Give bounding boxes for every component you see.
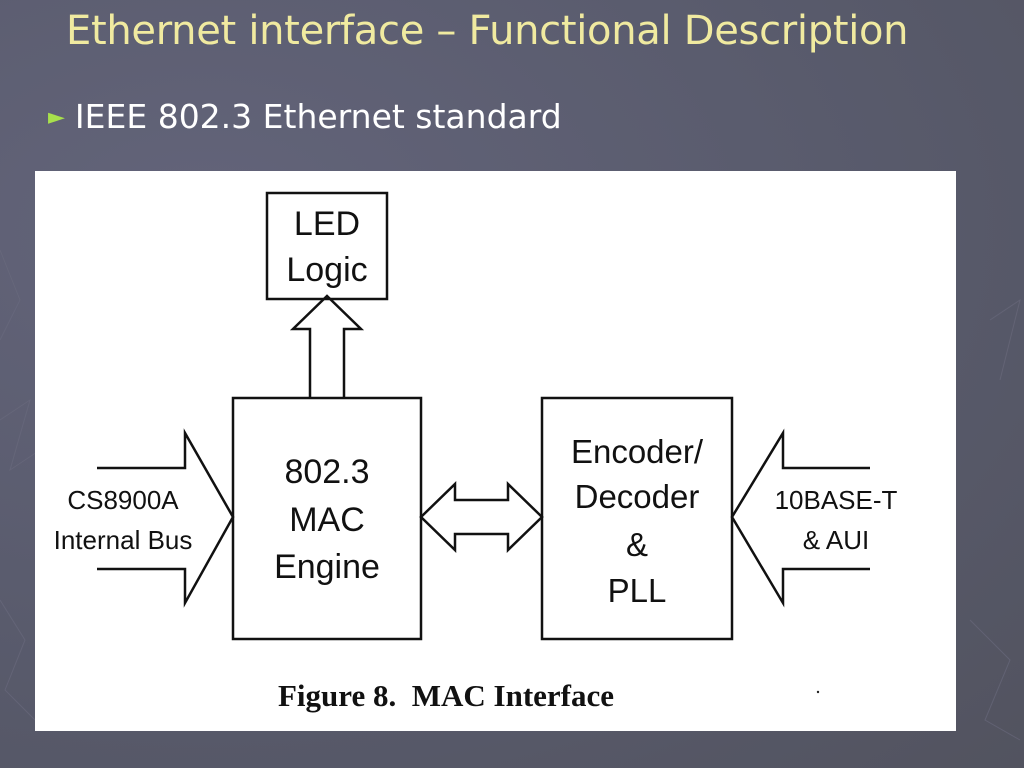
bullet-text: IEEE 802.3 Ethernet standard (74, 97, 562, 136)
encoder-line1: Encoder/ (571, 433, 704, 470)
bidirectional-arrow (419, 481, 544, 553)
left-input-line1: CS8900A (67, 485, 179, 515)
left-input-arrow (97, 428, 235, 608)
led-logic-line1: LED (294, 205, 360, 243)
led-logic-line2: Logic (286, 251, 367, 289)
left-input-line2: Internal Bus (54, 525, 193, 555)
mac-interface-diagram: LED Logic 802.3 MAC Engine Encoder/ Deco… (54, 191, 898, 713)
bullet-item: ► IEEE 802.3 Ethernet standard (48, 96, 562, 139)
encoder-line2: Decoder (575, 478, 700, 515)
mac-engine-line3: Engine (274, 548, 380, 586)
triangle-bullet-icon: ► (48, 105, 65, 130)
slide-title: Ethernet interface – Functional Descript… (66, 8, 909, 54)
right-input-arrow (730, 428, 870, 608)
stray-dot (816, 690, 820, 694)
figure-caption: Figure 8. MAC Interface (278, 678, 614, 713)
encoder-line4: PLL (608, 572, 667, 609)
up-arrow (289, 294, 365, 398)
figure-panel: LED Logic 802.3 MAC Engine Encoder/ Deco… (35, 171, 956, 731)
mac-engine-line2: MAC (289, 501, 365, 539)
led-logic-box (265, 191, 389, 301)
encoder-line3: & (626, 526, 648, 563)
right-input-line2: & AUI (803, 525, 869, 555)
mac-engine-line1: 802.3 (284, 453, 369, 491)
right-input-line1: 10BASE-T (775, 485, 898, 515)
